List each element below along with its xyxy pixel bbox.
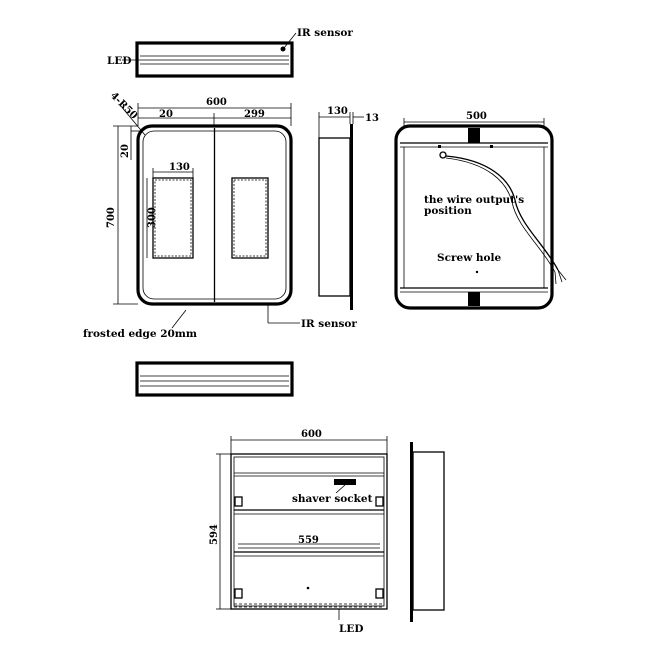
top-view-lower (135, 361, 294, 397)
wire (445, 155, 559, 271)
back-outline (394, 124, 554, 310)
led-bottom-label: LED (339, 623, 364, 635)
side-door-dim: 13 (365, 113, 379, 124)
radius-label: 4-R50 (108, 90, 139, 121)
front-view: 600 20 299 4-R50 700 20 130 300 frosted … (83, 90, 357, 340)
side-body (318, 137, 351, 297)
top-view-outline (135, 41, 294, 78)
screw-hole-label: Screw hole (437, 252, 502, 264)
interior-height-dim: 594 (209, 524, 220, 545)
lower-top-view-outline (135, 361, 294, 397)
side-view: 130 13 (318, 106, 379, 310)
side-door (350, 124, 353, 310)
back-view: 500 the wire output's position Screw hol… (394, 111, 567, 310)
ir-sensor-top-label: IR sensor (297, 27, 353, 39)
window-width-dim: 130 (169, 162, 190, 173)
shelf-width-dim: 559 (298, 535, 319, 546)
frosted-edge-label: frosted edge 20mm (83, 328, 197, 340)
front-outline (136, 124, 293, 306)
screw-hole-dot (475, 270, 479, 274)
window-right (231, 177, 269, 259)
side-depth-dim: 130 (327, 106, 348, 117)
top-view-upper: IR sensor LED (107, 27, 353, 78)
front-half-width-dim: 299 (244, 109, 265, 120)
wire-output-label-1: the wire output's (424, 194, 524, 206)
front-left-offset-dim: 20 (159, 109, 173, 120)
ir-sensor-front-label: IR sensor (301, 318, 357, 330)
interior-view: shaver socket 559 LED 600 594 (209, 429, 388, 635)
wire-output-label-2: position (424, 205, 472, 217)
front-height-dim: 700 (106, 207, 117, 228)
shaver-socket (334, 479, 356, 485)
lower-side-body (412, 451, 445, 611)
front-width-dim: 600 (206, 97, 227, 108)
window-left (152, 177, 194, 259)
window-height-dim: 300 (147, 207, 158, 228)
interior-outline (230, 453, 388, 610)
wire-output-hole (439, 151, 447, 159)
back-width-dim: 500 (466, 111, 487, 122)
interior-width-dim: 600 (301, 429, 322, 440)
side-view-lower (410, 442, 445, 622)
shaver-socket-label: shaver socket (292, 493, 373, 505)
led-top-label: LED (107, 55, 132, 67)
front-top-offset-dim: 20 (120, 144, 131, 158)
lower-side-door (410, 442, 413, 622)
